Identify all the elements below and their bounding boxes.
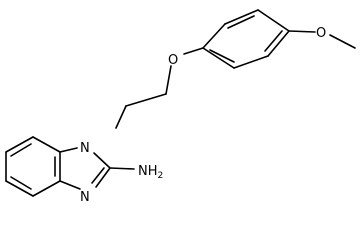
bond <box>329 34 356 49</box>
bond <box>233 55 269 69</box>
amine-subscript: 2 <box>158 171 164 181</box>
ether-oxygen-label: O <box>168 53 178 68</box>
amine-nh-label: NH <box>138 164 158 179</box>
bonds <box>5 9 356 197</box>
bond <box>32 136 61 153</box>
bond <box>10 143 32 157</box>
bond <box>125 93 167 107</box>
atom-labels: N N NH2 O O <box>80 26 326 205</box>
bond <box>5 136 34 153</box>
bond <box>10 176 32 190</box>
bond <box>257 9 290 32</box>
chemical-structure: N N NH2 O O <box>5 9 356 205</box>
methoxy-oxygen-label: O <box>316 26 326 41</box>
bond <box>59 147 78 153</box>
bond <box>32 180 61 197</box>
bond <box>227 15 255 29</box>
bond <box>91 167 105 184</box>
bond <box>165 65 172 95</box>
bond <box>109 167 135 170</box>
bond <box>115 105 127 129</box>
bond <box>93 152 111 169</box>
bond <box>267 30 290 57</box>
bond <box>202 47 235 69</box>
bond <box>183 47 204 55</box>
bond <box>288 30 316 33</box>
structure-canvas: N N NH2 O O <box>5 9 356 205</box>
bond <box>202 23 226 49</box>
ring-nitrogen-label: N <box>80 141 90 156</box>
imine-nitrogen-label: N <box>80 190 90 205</box>
bond <box>209 49 235 63</box>
bond <box>264 30 283 52</box>
bond <box>59 180 81 190</box>
bond <box>5 180 34 197</box>
bond <box>95 167 111 188</box>
amine-label: NH2 <box>138 164 163 181</box>
bond <box>224 9 259 25</box>
